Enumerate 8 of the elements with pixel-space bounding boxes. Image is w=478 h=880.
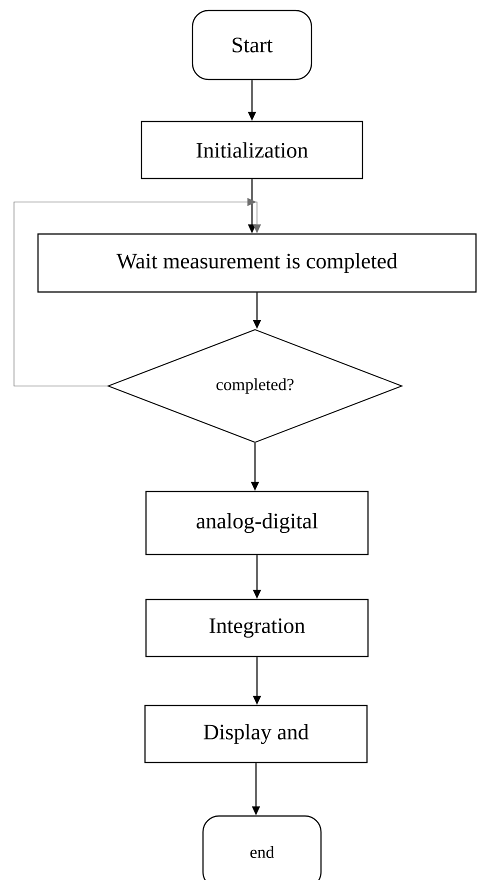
process-box: Initialization (140, 120, 364, 180)
process-box: Wait measurement is completed (37, 233, 477, 293)
process-box: Integration (145, 598, 369, 658)
terminal-box: end (202, 815, 322, 880)
terminal-box: Start (192, 10, 312, 80)
arrow (14, 198, 262, 386)
process-box: analog-digital (145, 490, 369, 556)
process-box: Display and (144, 704, 368, 764)
